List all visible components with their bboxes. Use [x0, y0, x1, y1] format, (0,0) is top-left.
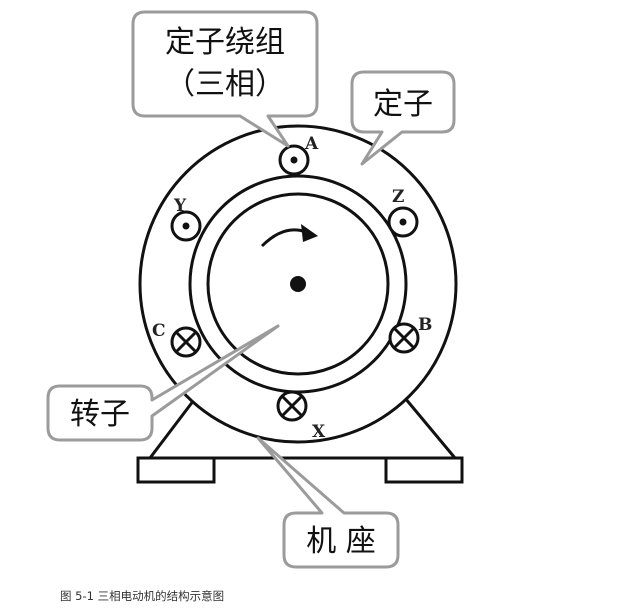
coil-x-cross — [276, 390, 308, 422]
base-foot-left — [136, 456, 216, 484]
coil-b-cross — [388, 322, 420, 354]
callout-base: 机 座 — [256, 436, 400, 569]
callout-base-label: 机 座 — [306, 524, 376, 559]
callout-stator-winding-line1: 定子绕组 — [165, 25, 285, 60]
coil-z-dot — [387, 206, 419, 238]
callout-stator-winding: 定子绕组 （三相） — [131, 10, 319, 148]
coil-label-a: A — [304, 134, 319, 154]
figure-caption: 图 5-1 三相电动机的结构示意图 — [60, 589, 224, 603]
callout-stator: 定子 — [350, 70, 456, 166]
callout-stator-label: 定子 — [373, 87, 433, 122]
coil-label-z: Z — [392, 187, 404, 207]
coil-c-cross — [170, 326, 202, 358]
callout-stator-winding-line2: （三相） — [165, 67, 285, 102]
coil-a-dot — [278, 144, 310, 176]
coil-label-c: C — [152, 321, 166, 341]
coil-label-y: Y — [173, 196, 187, 216]
base-foot-right — [384, 456, 464, 484]
callout-rotor-label: 转子 — [70, 397, 130, 432]
rotor-shaft-dot — [290, 276, 306, 292]
coil-label-x: X — [312, 422, 326, 442]
callout-rotor: 转子 — [46, 324, 280, 442]
coil-y-dot — [170, 210, 202, 242]
rotation-arrow — [260, 224, 318, 248]
coil-label-b: B — [418, 315, 432, 335]
